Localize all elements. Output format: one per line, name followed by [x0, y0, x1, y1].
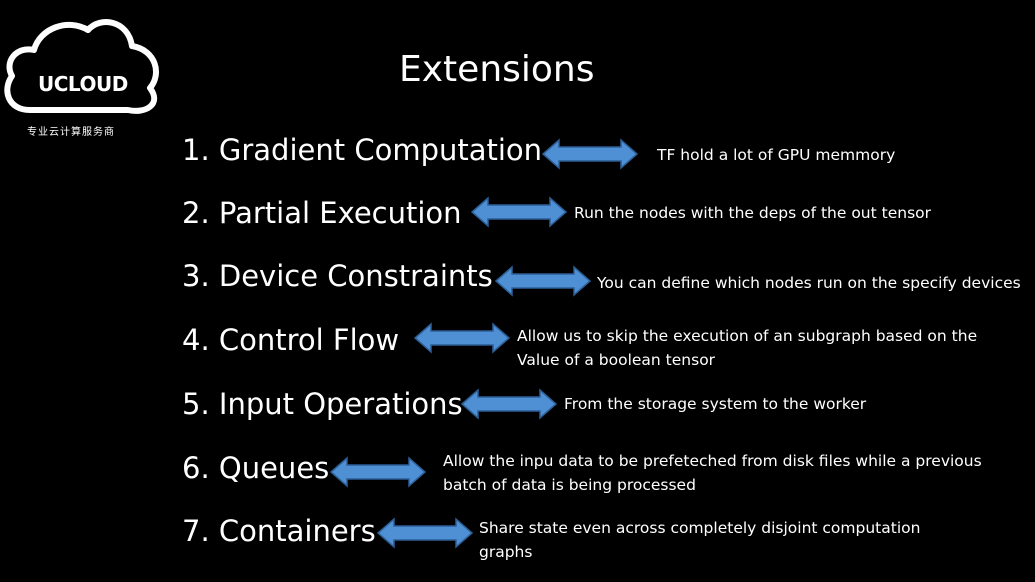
item-desc-partial-execution: Run the nodes with the deps of the out t… [574, 201, 931, 225]
double-arrow-icon [330, 456, 426, 488]
item-desc-queues: Allow the inpu data to be prefeteched fr… [443, 449, 982, 497]
item-label-gradient-computation: 1. Gradient Computation [182, 133, 543, 167]
desc-line: Value of a boolean tensor [517, 351, 716, 369]
desc-line: graphs [479, 543, 533, 561]
logo-brand-text: UCLOUD [38, 72, 128, 96]
double-arrow-icon [414, 322, 510, 354]
logo-tagline: 专业云计算服务商 [27, 127, 115, 138]
double-arrow-icon [542, 138, 638, 170]
desc-line: Allow us to skip the execution of an sub… [517, 327, 978, 345]
desc-line: batch of data is being processed [443, 476, 696, 494]
double-arrow-icon [495, 265, 591, 297]
desc-line: Allow the inpu data to be prefeteched fr… [443, 452, 982, 470]
item-label-partial-execution: 2. Partial Execution [182, 196, 462, 230]
desc-line: Share state even across completely disjo… [479, 519, 921, 537]
item-label-containers: 7. Containers [182, 514, 376, 548]
item-label-input-operations: 5. Input Operations [182, 387, 463, 421]
desc-line: Run the nodes with the deps of the out t… [574, 204, 931, 222]
item-desc-gradient-computation: TF hold a lot of GPU memmory [657, 143, 895, 167]
item-desc-control-flow: Allow us to skip the execution of an sub… [517, 324, 977, 372]
ucloud-logo: UCLOUD 专业云计算服务商 [0, 10, 165, 140]
slide-title: Extensions [399, 49, 595, 90]
item-desc-input-operations: From the storage system to the worker [564, 392, 866, 416]
desc-line: From the storage system to the worker [564, 395, 867, 413]
item-label-control-flow: 4. Control Flow [182, 323, 400, 357]
item-desc-containers: Share state even across completely disjo… [479, 516, 920, 564]
desc-line: TF hold a lot of GPU memmory [657, 146, 896, 164]
item-desc-device-constraints: You can define which nodes run on the sp… [597, 271, 1021, 295]
item-label-device-constraints: 3. Device Constraints [182, 259, 493, 293]
double-arrow-icon [377, 517, 473, 549]
desc-line: You can define which nodes run on the sp… [597, 274, 1021, 292]
cloud-icon [4, 19, 159, 114]
item-label-queues: 6. Queues [182, 451, 330, 485]
double-arrow-icon [461, 388, 557, 420]
double-arrow-icon [471, 196, 567, 228]
